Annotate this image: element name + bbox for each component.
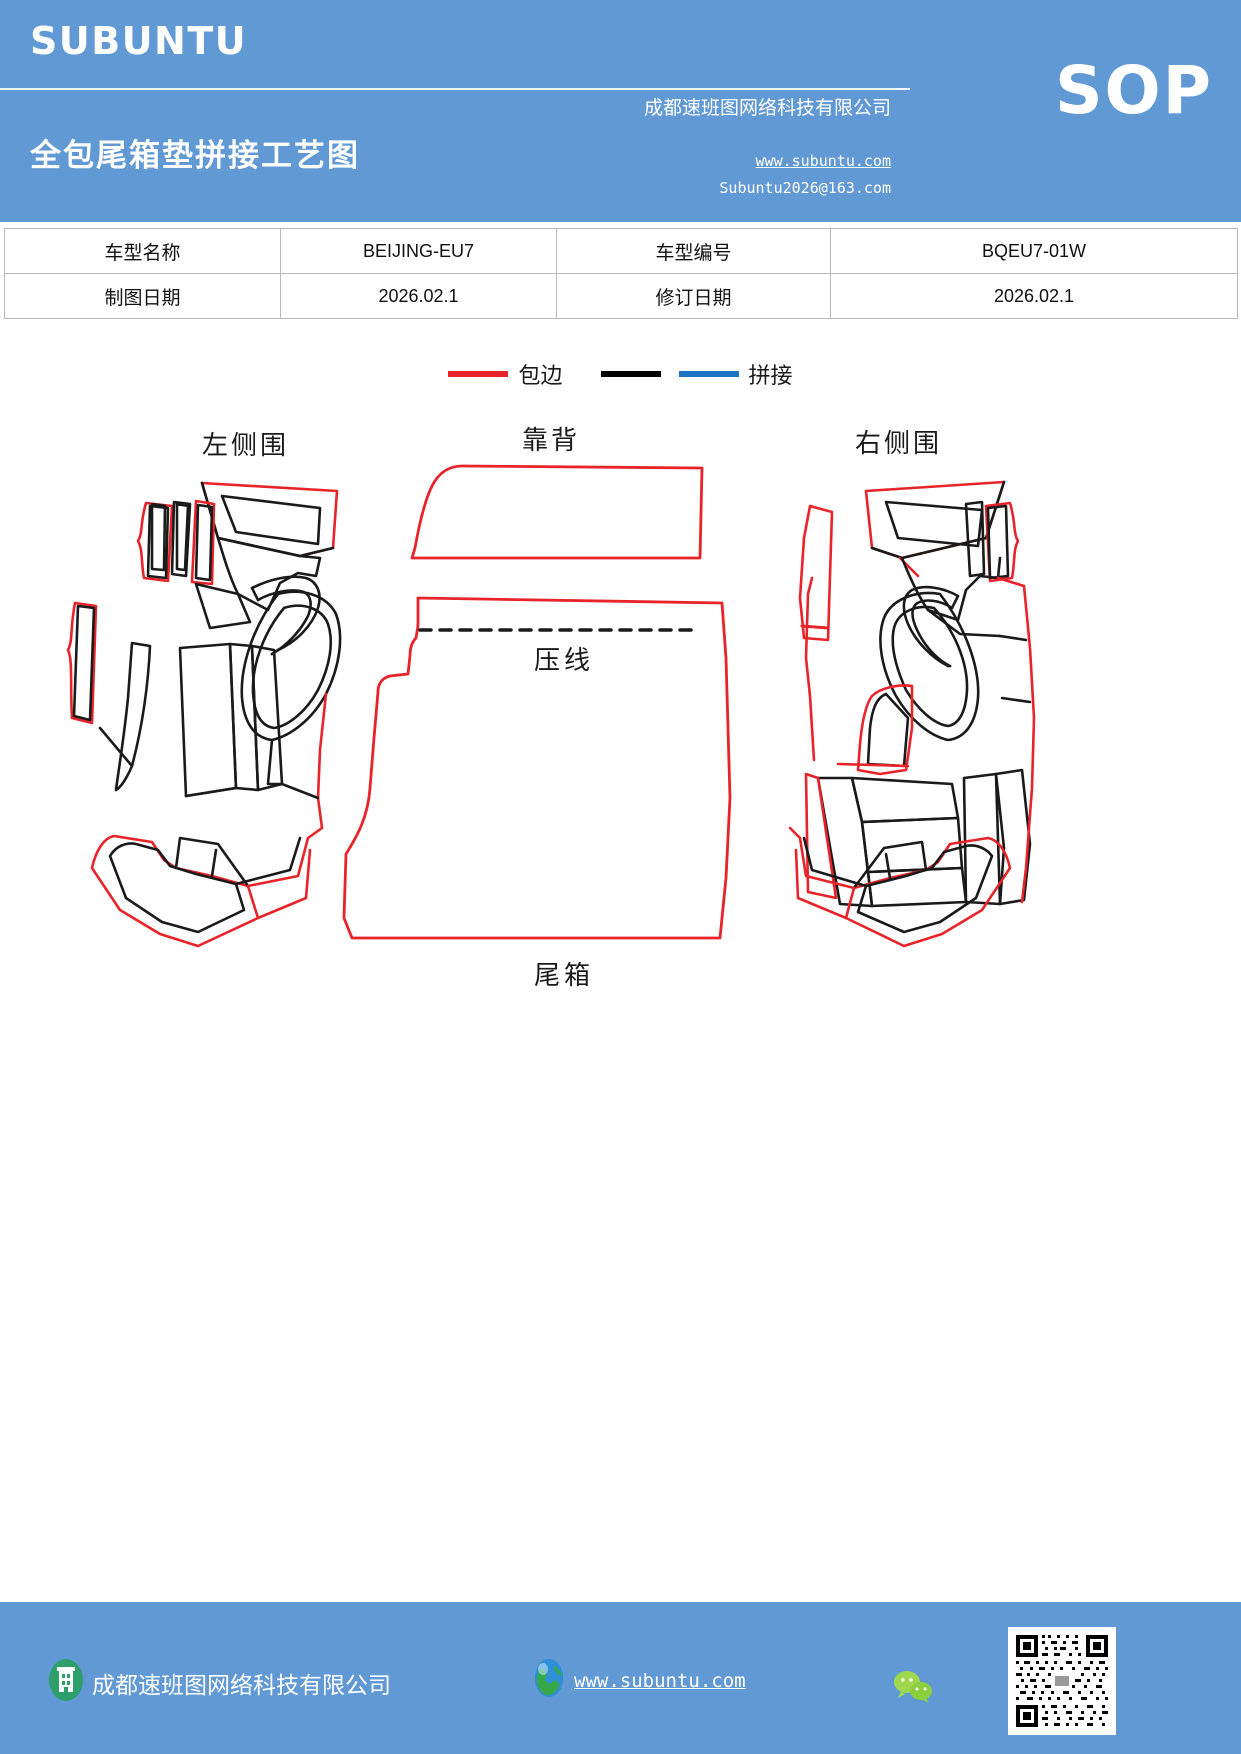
legend-item-splice: 拼接 <box>678 358 793 390</box>
line-swatch-red-icon <box>448 371 509 377</box>
qr-code-icon <box>1008 1627 1116 1735</box>
cell-revision-date-label: 修订日期 <box>556 273 831 319</box>
left-panel-group <box>66 481 342 948</box>
wechat-icon <box>893 1669 935 1708</box>
cell-revision-date-value: 2026.02.1 <box>830 273 1238 319</box>
globe-icon <box>530 1658 568 1703</box>
cell-draw-date-label: 制图日期 <box>4 273 281 319</box>
footer-website[interactable]: www.subuntu.com <box>530 1658 746 1703</box>
cell-draw-date-value: 2026.02.1 <box>280 273 557 319</box>
line-swatch-black-icon <box>600 371 661 377</box>
vehicle-info-table: 车型名称 BEIJING-EU7 车型编号 BQEU7-01W 制图日期 202… <box>4 228 1238 319</box>
table-row: 制图日期 2026.02.1 修订日期 2026.02.1 <box>4 273 1238 319</box>
header-website-link[interactable]: www.subuntu.com <box>755 152 891 170</box>
label-backrest: 靠背 <box>522 426 581 455</box>
footer-company-name: 成都速班图网络科技有限公司 <box>92 1672 391 1698</box>
legend: 包边 拼接 <box>0 358 1241 390</box>
label-press-line: 压线 <box>534 646 595 675</box>
sop-badge: SOP <box>1054 52 1213 129</box>
legend-item-binding: 包边 <box>448 358 600 390</box>
backrest-shape <box>410 464 704 560</box>
cell-model-name-label: 车型名称 <box>4 228 281 274</box>
cell-model-code-label: 车型编号 <box>556 228 831 274</box>
legend-item-seam <box>600 371 679 377</box>
label-right-panel: 右侧围 <box>855 429 943 458</box>
footer-company: 成都速班图网络科技有限公司 <box>48 1658 391 1707</box>
technical-drawing <box>0 398 1241 1018</box>
line-swatch-blue-icon <box>678 371 739 377</box>
trunk-mat-shape <box>342 596 732 940</box>
building-icon <box>48 1658 84 1707</box>
footer-website-link[interactable]: www.subuntu.com <box>574 1669 746 1692</box>
legend-label-splice: 拼接 <box>748 363 793 388</box>
cell-model-name-value: BEIJING-EU7 <box>280 228 557 274</box>
legend-label-binding: 包边 <box>518 363 563 388</box>
page-header: SUBUNTU 全包尾箱垫拼接工艺图 成都速班图网络科技有限公司 SOP www… <box>0 0 1241 222</box>
header-divider <box>0 88 910 90</box>
page-footer: 成都速班图网络科技有限公司 www.subuntu.com <box>0 1602 1241 1754</box>
page-title: 全包尾箱垫拼接工艺图 <box>30 138 360 173</box>
cell-model-code-value: BQEU7-01W <box>830 228 1238 274</box>
header-company-name: 成都速班图网络科技有限公司 <box>643 98 891 119</box>
pattern-diagram-svg <box>66 464 1036 948</box>
label-left-panel: 左侧围 <box>202 431 290 460</box>
right-panel-group <box>788 480 1036 948</box>
label-trunk: 尾箱 <box>534 961 595 990</box>
table-row: 车型名称 BEIJING-EU7 车型编号 BQEU7-01W <box>4 228 1238 274</box>
brand-logo: SUBUNTU <box>30 19 248 63</box>
header-email: Subuntu2026@163.com <box>719 179 891 197</box>
